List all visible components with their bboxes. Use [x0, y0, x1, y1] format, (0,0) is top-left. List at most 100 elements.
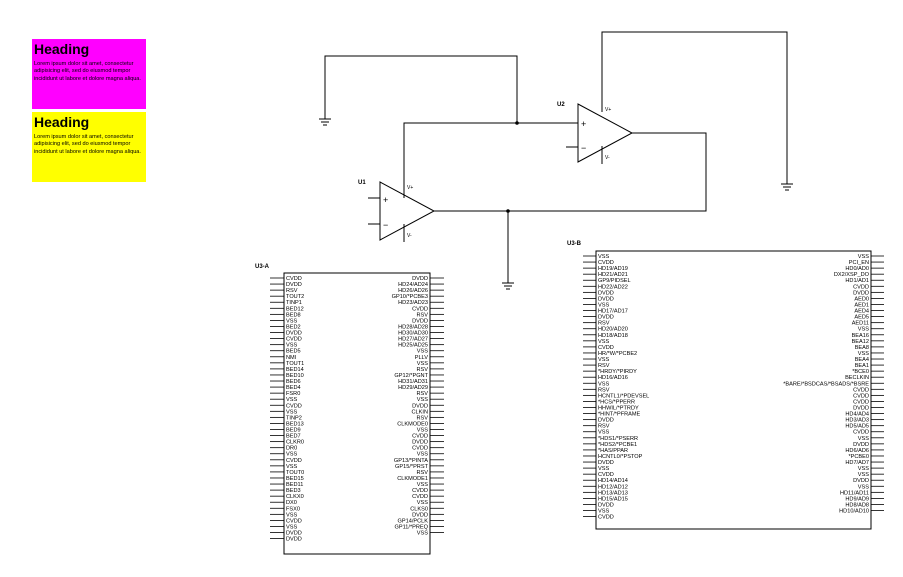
- ic-pin-label: BED2: [286, 324, 301, 330]
- ic-pin-label: VSS: [417, 531, 428, 537]
- ic-pin-label: *HRDY/*PIRDY: [598, 369, 637, 375]
- ic-pin-label: CVDD: [412, 446, 428, 452]
- ic-pin-label: DVDD: [598, 502, 614, 508]
- ic-designator: U3-B: [567, 241, 582, 247]
- ic-pin-label: CLKMODE1: [397, 476, 428, 482]
- ic-pin-label: HD0/AD0: [845, 266, 869, 272]
- ic-pin-label: BEA16: [852, 333, 869, 339]
- ic-pin-label: TOUT2: [286, 294, 304, 300]
- ic-pin-label: RSV: [598, 363, 610, 369]
- ic-pin-label: HD30/AD30: [398, 331, 428, 337]
- ic-pin-label: HHWIL/*PTRDY: [598, 406, 639, 412]
- ic-pin-label: HD27/AD27: [398, 337, 428, 343]
- ic-pin-label: *HDS1/*PSERR: [598, 436, 638, 442]
- ic-pin-label: BED5: [286, 349, 301, 355]
- ic-pin-label: CVDD: [412, 306, 428, 312]
- wire-feedback-loop[interactable]: [403, 122, 578, 198]
- ic-pin-label: CVDD: [598, 260, 614, 266]
- ic-pin-label: GP15/*PRST: [395, 464, 429, 470]
- ic-pin-label: CVDD: [286, 276, 302, 282]
- opamp-u2[interactable]: U2 V+ V- + −: [557, 102, 634, 164]
- ic-pin-label: VSS: [417, 482, 428, 488]
- ic-pin-label: *BCE0: [852, 369, 869, 375]
- ic-pin-label: DVDD: [286, 331, 302, 337]
- ic-pin-label: DVDD: [412, 440, 428, 446]
- ic-pin-label: HCNTL1/*PDEVSEL: [598, 393, 649, 399]
- opamp-vminus-label: V-: [605, 155, 610, 161]
- ic-pin-label: VSS: [598, 254, 609, 260]
- ic-pin-label: VSS: [286, 524, 297, 530]
- ic-pin-label: BEA12: [852, 339, 869, 345]
- ground-symbol[interactable]: [319, 118, 331, 126]
- ic-pin-label: CVDD: [286, 518, 302, 524]
- ic-pin-label: VSS: [858, 466, 869, 472]
- ic-pin-label: VSS: [598, 381, 609, 387]
- ic-pin-label: NMI: [286, 355, 297, 361]
- ic-pin-label: BECLKIN: [845, 375, 869, 381]
- ic-pin-label: HD29/AD29: [398, 385, 428, 391]
- ic-pin-label: VSS: [286, 452, 297, 458]
- ic-pin-label: VSS: [598, 302, 609, 308]
- ic-pin-label: HD19/AD19: [598, 266, 628, 272]
- ic-pin-label: VSS: [858, 351, 869, 357]
- ic-pin-label: DVDD: [286, 282, 302, 288]
- ic-pin-label: TINP2: [286, 415, 302, 421]
- ic-pin-label: VSS: [417, 428, 428, 434]
- wire-u1-output[interactable]: [434, 210, 509, 283]
- ground-symbol[interactable]: [502, 282, 514, 290]
- ic-pin-label: BEA4: [855, 357, 869, 363]
- ic-pin-label: RSV: [286, 288, 298, 294]
- ic-pin-label: VSS: [286, 409, 297, 415]
- ic-right-pins: VSSPCI_ENHD0/AD0DX2/XSP_DOHD1/AD1CVDDDVD…: [783, 254, 884, 515]
- ic-pin-label: VSS: [598, 339, 609, 345]
- ic-pin-label: TOUT1: [286, 361, 304, 367]
- ic-pin-label: VSS: [858, 254, 869, 260]
- ic-pin-label: *HINT/*PFRAME: [598, 412, 641, 418]
- ic-pin-label: VSS: [286, 464, 297, 470]
- ic-pin-label: DR0: [286, 446, 297, 452]
- ic-pin-label: HD14/AD14: [598, 478, 628, 484]
- wire-u2-output[interactable]: [508, 132, 707, 212]
- wire-ground-link[interactable]: [324, 55, 518, 123]
- ic-pin-label: HCNTL0/*PSTOP: [598, 454, 643, 460]
- ic-left-pins: VSSCVDDHD19/AD19HD21/AD21GP9/PIDSELHD22/…: [583, 254, 649, 521]
- wire-u2-supply[interactable]: [601, 31, 788, 184]
- ic-pin-label: HD6/AD6: [845, 448, 869, 454]
- opamp-u1[interactable]: U1 V+ V- + −: [358, 180, 436, 242]
- ic-pin-label: VSS: [858, 472, 869, 478]
- ic-u3-b[interactable]: U3-B VSSCVDDHD19/AD19HD21/AD21GP9/PIDSEL…: [567, 241, 884, 530]
- ic-pin-label: AED4: [854, 309, 869, 315]
- ic-pin-label: VSS: [598, 357, 609, 363]
- ic-pin-label: HD11/AD11: [840, 490, 869, 496]
- text-box-yellow[interactable]: Heading Lorem ipsum dolor sit amet, cons…: [32, 112, 146, 182]
- ic-u3-a[interactable]: U3-A CVDDDVDDRSVTOUT2TINP1BED12BED8VSSBE…: [255, 264, 444, 555]
- ic-pin-label: VSS: [417, 452, 428, 458]
- ic-pin-label: AED11: [852, 321, 869, 327]
- opamp-vplus-label: V+: [605, 107, 611, 113]
- ic-pin-label: CVDD: [412, 434, 428, 440]
- ic-pin-label: HD13/AD13: [598, 490, 628, 496]
- ic-pin-label: BED7: [286, 434, 301, 440]
- ground-symbol[interactable]: [781, 183, 793, 191]
- opamp-plus-sign: +: [581, 119, 586, 129]
- ic-pin-label: AED0: [854, 296, 869, 302]
- ic-pin-label: CVDD: [412, 488, 428, 494]
- ic-right-pins: DVDDHD24/AD24HD26/AD26GP10/*PCBE3HD23/AD…: [392, 276, 444, 537]
- opamp-triangle: [379, 181, 436, 241]
- ic-pin-label: HD22/AD22: [598, 284, 628, 290]
- ic-pin-label: AED5: [854, 315, 869, 321]
- text-box-magenta[interactable]: Heading Lorem ipsum dolor sit amet, cons…: [32, 39, 146, 109]
- ic-pin-label: HD16/AD16: [598, 375, 628, 381]
- ic-pin-label: HD1/AD1: [845, 278, 869, 284]
- ic-pin-label: DVDD: [853, 478, 869, 484]
- ic-pin-label: DVDD: [412, 512, 428, 518]
- ic-pin-label: HD26/AD26: [398, 288, 428, 294]
- ic-pin-label: RSV: [416, 391, 428, 397]
- ic-pin-label: HD17/AD17: [598, 309, 628, 315]
- ic-left-pins: CVDDDVDDRSVTOUT2TINP1BED12BED8VSSBED2DVD…: [270, 276, 304, 543]
- ic-pin-label: RSV: [598, 321, 610, 327]
- ic-pin-label: BED11: [286, 482, 303, 488]
- ic-pin-label: RSV: [416, 367, 428, 373]
- ic-pin-label: VSS: [286, 512, 297, 518]
